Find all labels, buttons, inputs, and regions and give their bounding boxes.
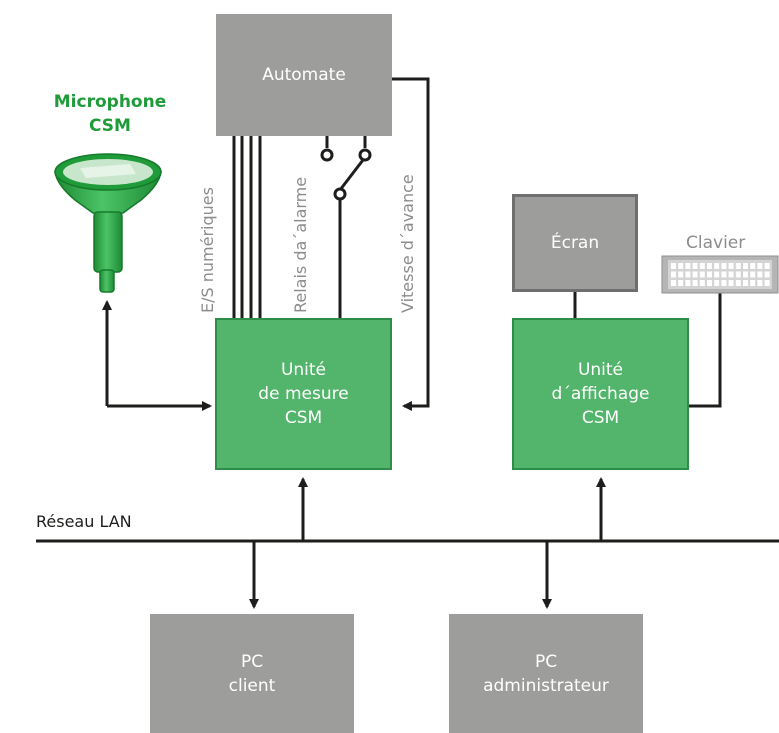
keyboard-key <box>707 280 712 286</box>
keyboard-key <box>699 271 705 278</box>
keyboard-key <box>764 263 770 269</box>
keyboard-key <box>721 271 727 278</box>
keyboard-key <box>743 263 748 269</box>
keyboard-icon <box>661 255 779 294</box>
relay-switch-icon <box>320 136 372 318</box>
keyboard-key <box>699 263 705 269</box>
microphone-icon <box>54 153 162 293</box>
keyboard-key <box>671 263 676 269</box>
keyboard-key <box>685 263 691 269</box>
keyboard-key <box>750 263 756 269</box>
clavier-label: Clavier <box>686 233 746 253</box>
keyboard-key <box>735 263 741 269</box>
unite-mesure-box: Unité de mesure CSM <box>215 318 392 470</box>
keyboard-key <box>707 263 712 269</box>
keyboard-key <box>707 271 712 278</box>
reseau-lan-label: Réseau LAN <box>36 512 132 531</box>
keyboard-key <box>764 271 770 278</box>
keyboard-key <box>750 280 756 286</box>
microphone-label: Microphone CSM <box>53 92 167 136</box>
keyboard-key <box>743 280 748 286</box>
keyboard-key <box>728 280 734 286</box>
keyboard-key <box>671 271 676 278</box>
keyboard-key <box>728 263 734 269</box>
es-numeriques-label: E/S numériques <box>198 187 217 313</box>
automate-label: Automate <box>262 65 346 85</box>
ecran-box: Écran <box>512 194 638 292</box>
pc-client-box: PC client <box>150 614 354 733</box>
keyboard-key <box>692 271 698 278</box>
keyboard-key <box>699 280 705 286</box>
keyboard-key <box>757 271 763 278</box>
clavier-to-unite-affichage <box>689 293 722 408</box>
keyboard-key <box>743 271 748 278</box>
keyboard-key <box>735 271 741 278</box>
keyboard-key <box>721 263 727 269</box>
keyboard-key <box>714 271 720 278</box>
keyboard-key <box>685 280 691 286</box>
keyboard-key <box>735 280 741 286</box>
keyboard-key <box>757 263 763 269</box>
keyboard-key <box>692 280 698 286</box>
pc-admin-box: PC administrateur <box>449 614 643 733</box>
automate-box: Automate <box>216 14 392 136</box>
unite-affichage-box: Unité d´affichage CSM <box>512 318 689 470</box>
keyboard-key <box>678 280 684 286</box>
keyboard-key <box>692 263 698 269</box>
keyboard-key <box>750 271 756 278</box>
keyboard-key <box>764 280 770 286</box>
keyboard-key <box>671 280 676 286</box>
vitesse-avance-label: Vitesse d´avance <box>398 174 417 313</box>
keyboard-key <box>721 280 727 286</box>
keyboard-key <box>678 271 684 278</box>
keyboard-key <box>714 263 720 269</box>
es-numeriques-lines <box>232 136 262 318</box>
keyboard-key <box>714 280 720 286</box>
keyboard-key <box>728 271 734 278</box>
keyboard-key <box>685 271 691 278</box>
keyboard-key <box>678 263 684 269</box>
keyboard-key <box>757 280 763 286</box>
vitesse-avance-line <box>392 77 430 411</box>
relais-alarme-label: Relais da´alarme <box>291 176 310 313</box>
